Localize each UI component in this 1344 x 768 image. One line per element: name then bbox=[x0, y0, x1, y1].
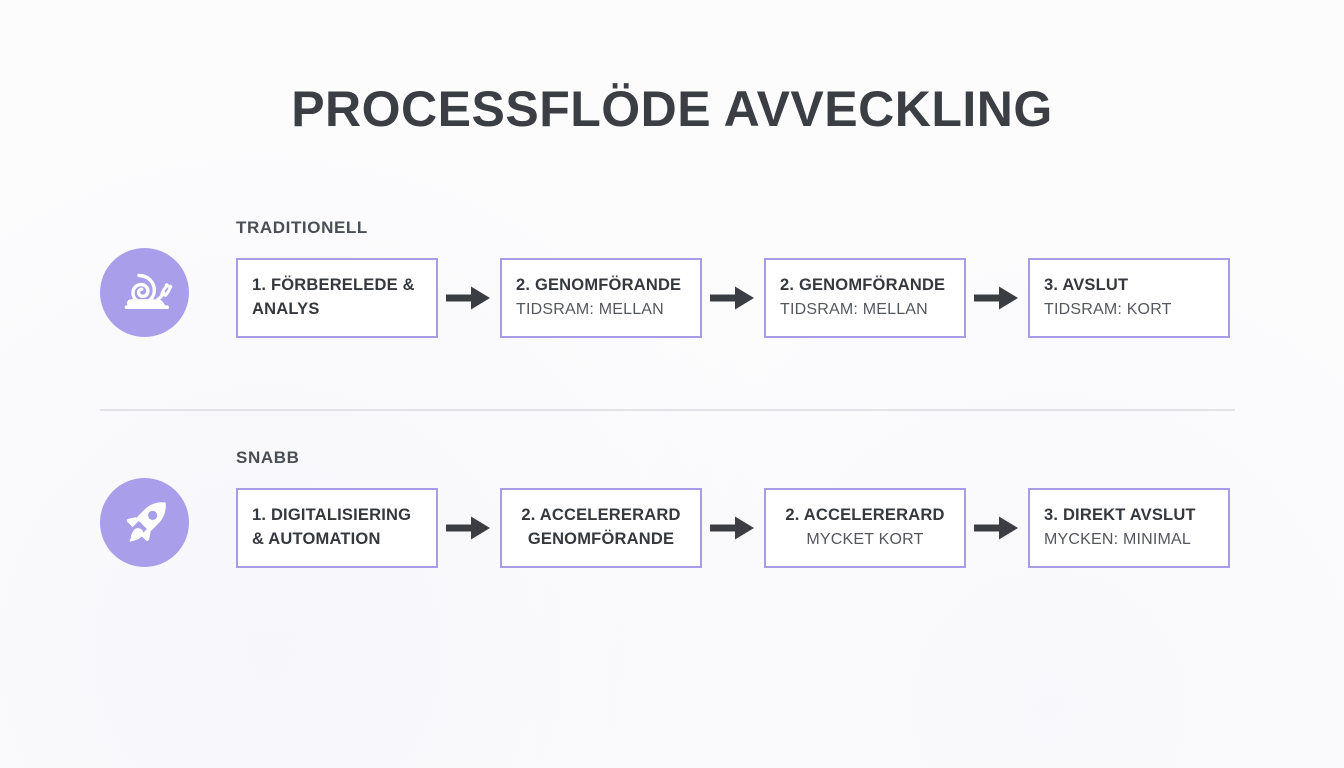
step-box[interactable]: 2. GENOMFÖRANDE TIDSRAM: MELLAN bbox=[500, 258, 702, 338]
step-primary-text: 2. ACCELERERARD bbox=[785, 506, 945, 525]
rocket-icon-badge bbox=[100, 478, 189, 567]
step-secondary-text: MYCKEN: MINIMAL bbox=[1044, 531, 1192, 549]
row-label-fast: SNABB bbox=[236, 448, 300, 467]
step-secondary-text: GENOMFÖRANDE bbox=[527, 530, 675, 548]
step-secondary-text: TIDSRAM: KORT bbox=[1044, 301, 1172, 319]
step-primary-text: 2. GENOMFÖRANDE bbox=[780, 276, 946, 295]
arrow-right-icon bbox=[702, 285, 764, 311]
page-title: PROCESSFLÖDE AVVECKLING bbox=[291, 81, 1053, 137]
snail-icon bbox=[117, 270, 173, 316]
section-divider bbox=[100, 409, 1235, 411]
steps-traditional: 1. FÖRBERELEDE & ANALYS 2. GENOMFÖRANDE … bbox=[236, 258, 1230, 338]
step-box[interactable]: 2. ACCELERERARD MYCKET KORT bbox=[764, 488, 966, 568]
step-primary-text: 2. ACCELERERARD bbox=[521, 506, 681, 525]
step-box[interactable]: 2. GENOMFÖRANDE TIDSRAM: MELLAN bbox=[764, 258, 966, 338]
arrow-right-icon bbox=[702, 515, 764, 541]
step-primary-text: 1. FÖRBERELEDE & bbox=[252, 276, 415, 295]
step-box[interactable]: 1. FÖRBERELEDE & ANALYS bbox=[236, 258, 438, 338]
step-box[interactable]: 3. DIREKT AVSLUT MYCKEN: MINIMAL bbox=[1028, 488, 1230, 568]
snail-icon-badge bbox=[100, 248, 189, 337]
arrow-right-icon bbox=[438, 285, 500, 311]
row-label-traditional: TRADITIONELL bbox=[236, 218, 368, 237]
process-row-traditional: TRADITIONELL 1 bbox=[0, 218, 1344, 358]
rocket-icon bbox=[118, 496, 172, 550]
arrow-right-icon bbox=[966, 285, 1028, 311]
step-primary-text: 1. DIGITALISIERING bbox=[252, 506, 412, 525]
arrow-right-icon bbox=[966, 515, 1028, 541]
step-secondary-text: ANALYS bbox=[252, 300, 320, 318]
step-secondary-text: & AUTOMATION bbox=[252, 530, 381, 548]
step-box[interactable]: 3. AVSLUT TIDSRAM: KORT bbox=[1028, 258, 1230, 338]
arrow-right-icon bbox=[438, 515, 500, 541]
step-secondary-text: TIDSRAM: MELLAN bbox=[516, 301, 664, 319]
step-primary-text: 2. GENOMFÖRANDE bbox=[516, 276, 682, 295]
steps-fast: 1. DIGITALISIERING & AUTOMATION 2. ACCEL… bbox=[236, 488, 1230, 568]
step-secondary-text: MYCKET KORT bbox=[806, 531, 924, 549]
step-secondary-text: TIDSRAM: MELLAN bbox=[780, 301, 928, 319]
step-box[interactable]: 2. ACCELERERARD GENOMFÖRANDE bbox=[500, 488, 702, 568]
step-primary-text: 3. DIREKT AVSLUT bbox=[1044, 506, 1196, 525]
process-row-fast: SNABB 1. DIGITALISIERING bbox=[0, 448, 1344, 588]
step-primary-text: 3. AVSLUT bbox=[1044, 276, 1129, 295]
step-box[interactable]: 1. DIGITALISIERING & AUTOMATION bbox=[236, 488, 438, 568]
